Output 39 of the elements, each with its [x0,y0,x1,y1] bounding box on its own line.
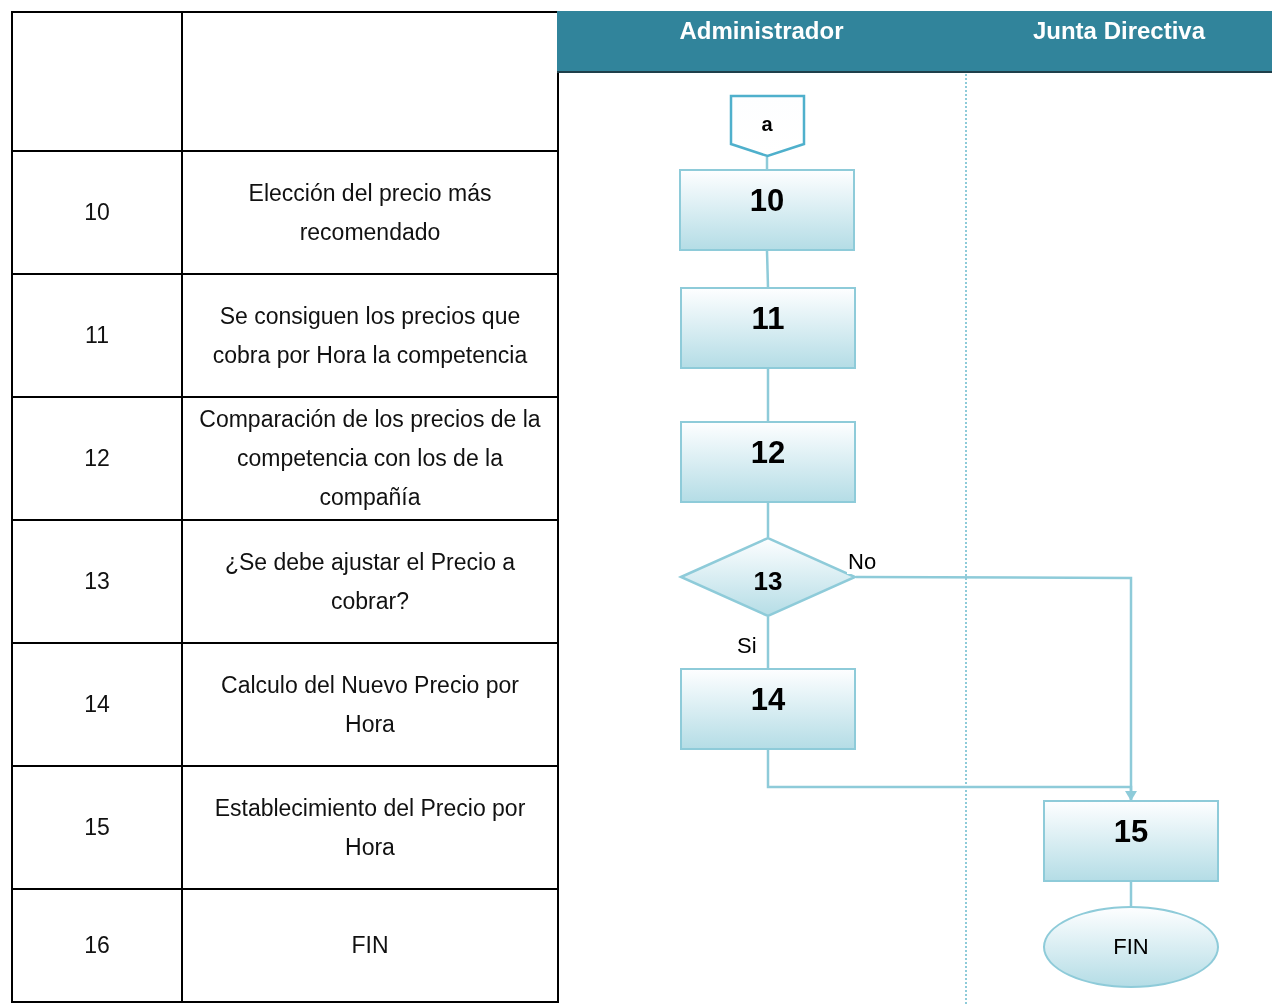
step-number: 16 [84,931,110,960]
process-box [680,421,856,503]
step-number: 15 [84,813,110,842]
connector-line [766,503,770,537]
connector-line [766,750,1133,800]
connector-letter: a [761,112,773,136]
connector-line [766,617,770,668]
lane-title: Junta Directiva [1032,17,1206,45]
step-number: 10 [84,198,110,227]
step-description: FIN [351,931,389,960]
step-description: Establecimiento del Precio por Hora [213,793,527,862]
step-number: 11 [85,321,109,350]
step-number: 12 [84,444,110,473]
connector-line [856,575,1137,801]
step-description: Se consiguen los precios que cobra por Hora la competencia [211,301,529,370]
step-number: 11 [751,301,785,337]
off-page-connector [729,95,805,157]
connector-line [1129,882,1133,906]
step-number: 14 [750,682,786,718]
step-number: 15 [1113,814,1149,850]
process-box [679,169,855,251]
connector-line [765,250,770,288]
lane-header [966,11,1272,73]
step-number: 14 [84,690,110,719]
step-number: 12 [750,435,786,471]
step-number: 10 [749,183,785,219]
terminator-text: FIN [1113,934,1149,960]
lane-title: Administrador [679,17,844,45]
step-description: ¿Se debe ajustar el Precio a cobrar? [223,547,517,616]
step-description: Comparación de los precios de la competencia con los de la compañía [198,405,542,512]
process-box [680,668,856,750]
step-description: Elección del precio más recomendado [247,178,493,247]
step-number: 13 [753,565,783,597]
step-description: Calculo del Nuevo Precio por Hora [220,670,520,739]
process-box [1043,800,1219,882]
step-number: 13 [84,567,110,596]
process-box [680,287,856,369]
lane-header [557,11,966,73]
connector-line [766,369,770,421]
